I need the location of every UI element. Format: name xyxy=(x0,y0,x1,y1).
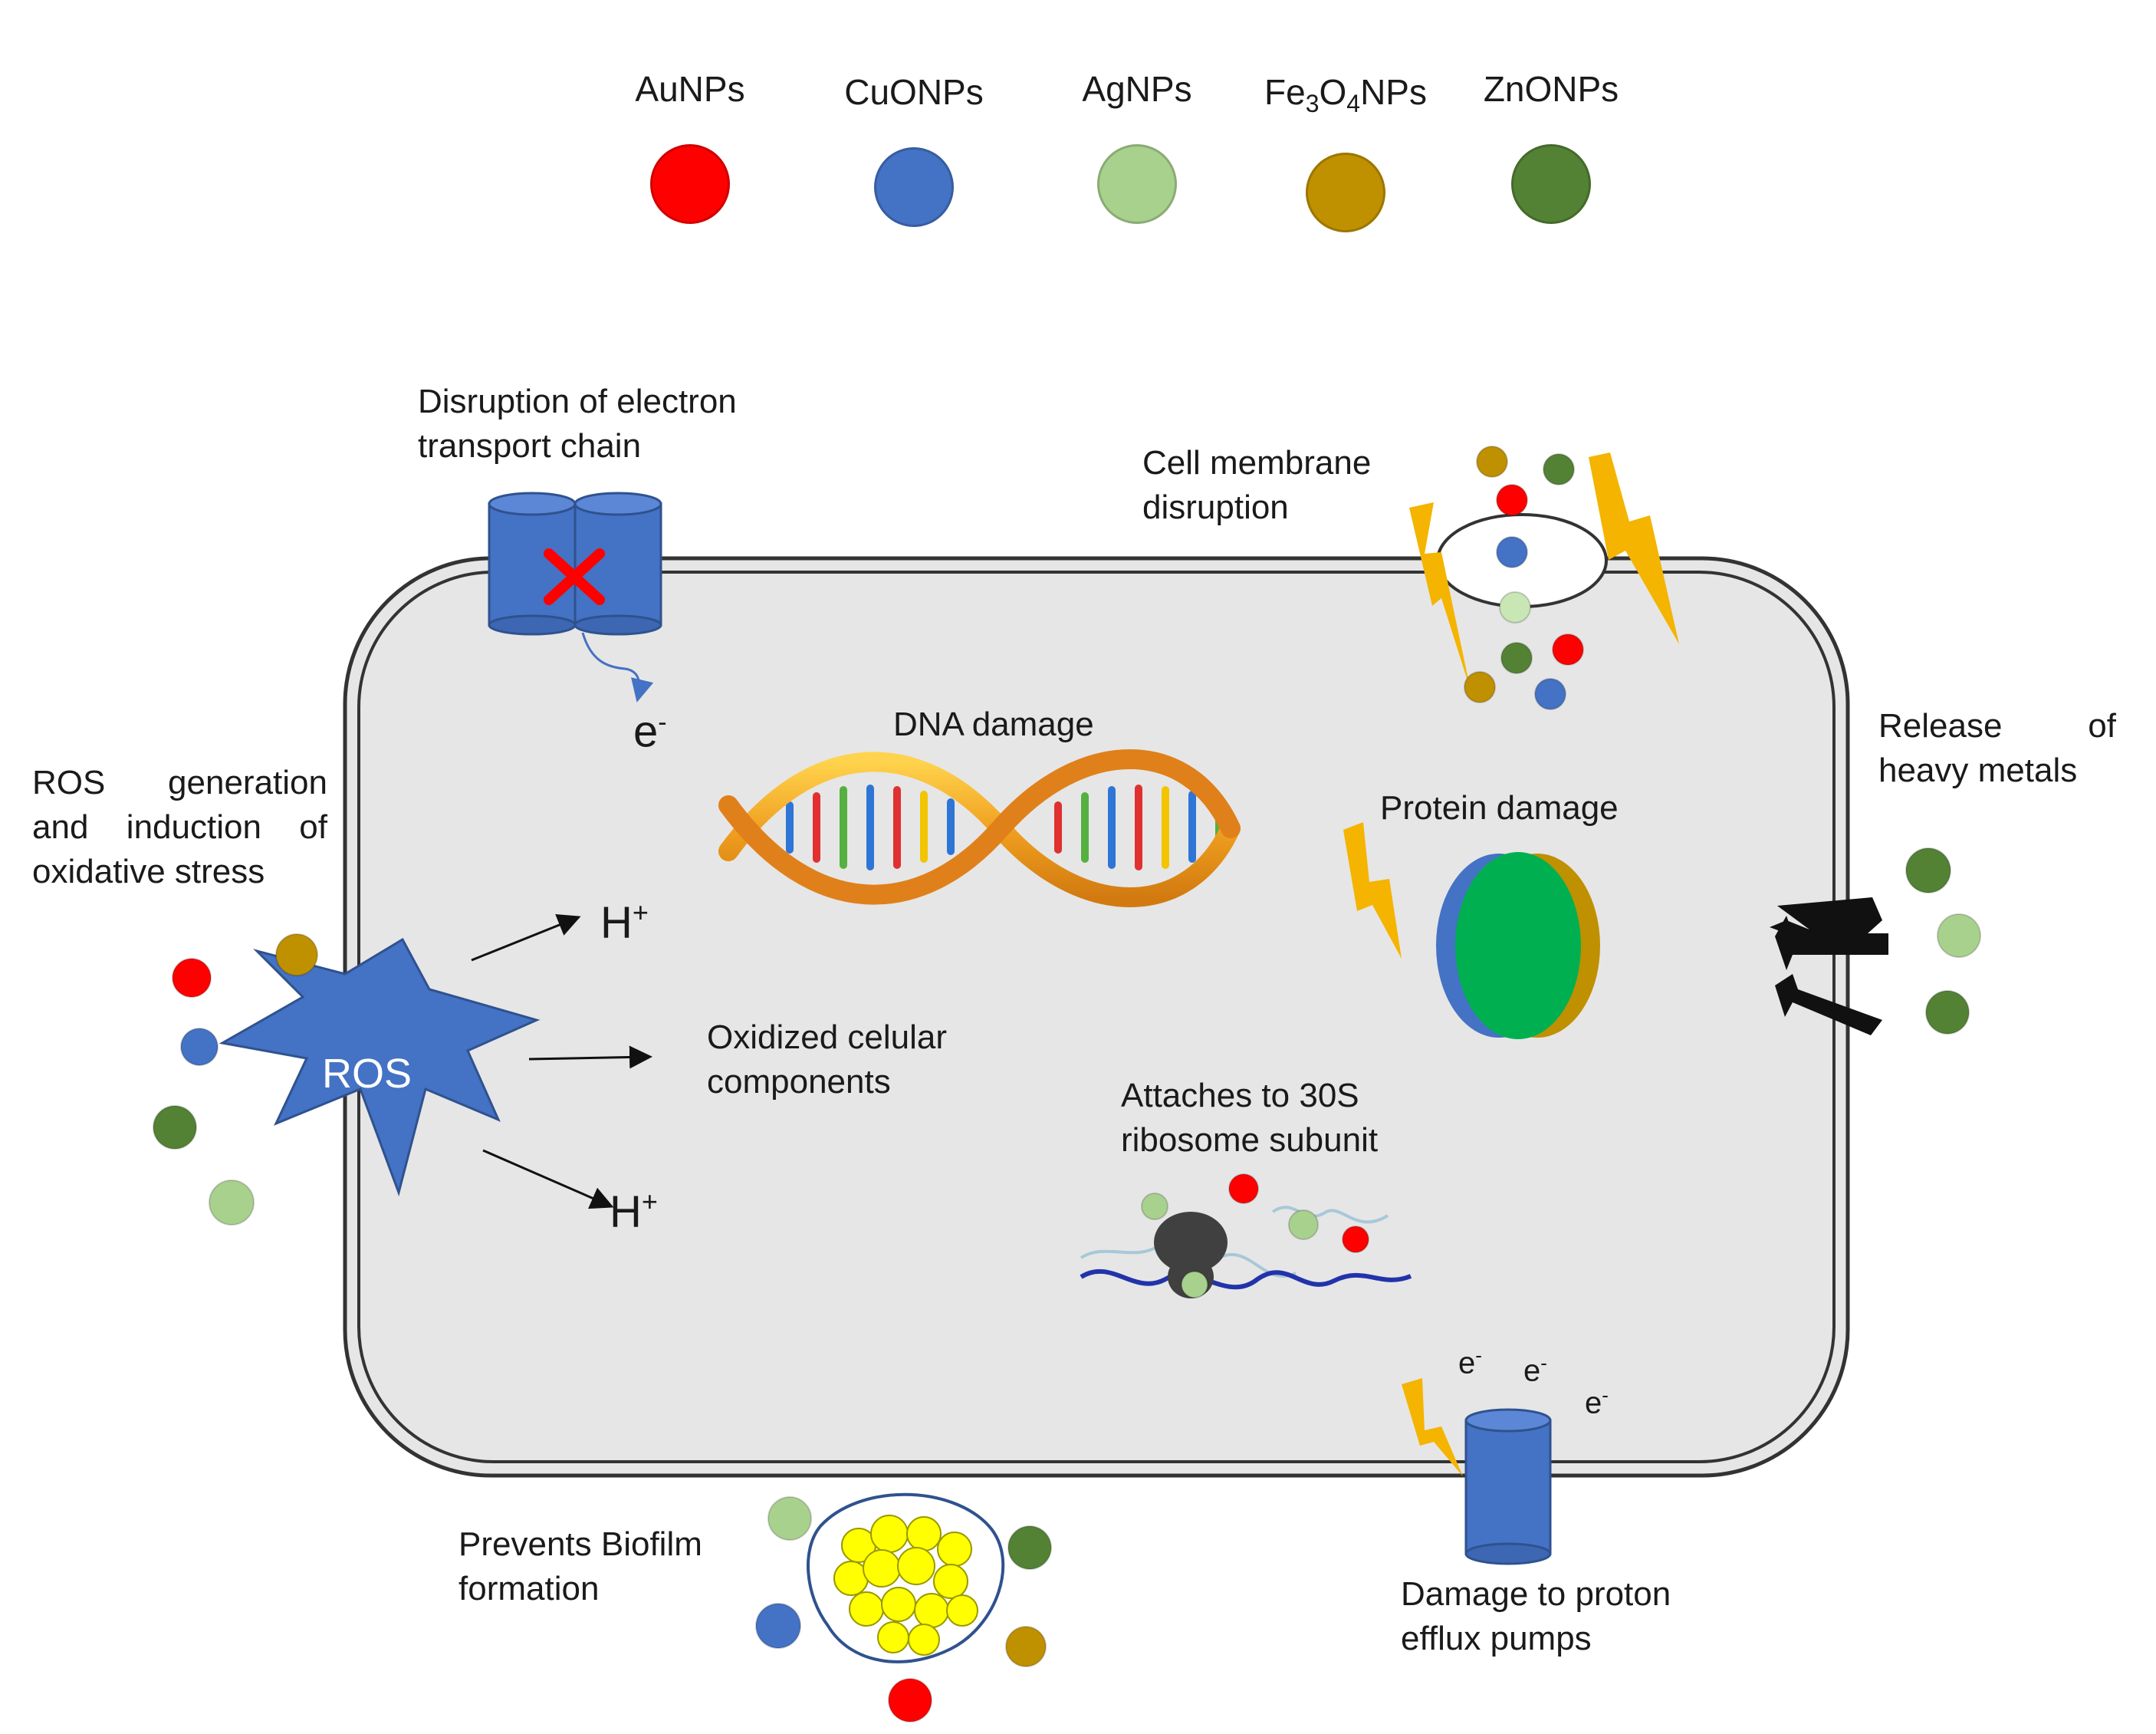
label-protein-damage: Protein damage xyxy=(1380,789,1619,827)
legend-label-zno: ZnONPs xyxy=(1483,69,1619,109)
legend-label-au: AuNPs xyxy=(635,69,745,109)
legend-item-zno: ZnONPs xyxy=(1467,67,1635,224)
lightning-bolt-icon xyxy=(1409,502,1471,690)
label-ros-generation: ROS generation and induction of oxidativ… xyxy=(32,764,327,890)
protein-icon xyxy=(1436,852,1600,1039)
lightning-bolt-icon xyxy=(1343,822,1402,959)
legend-dot-fe xyxy=(1306,153,1385,233)
legend-item-au: AuNPs xyxy=(606,67,774,224)
bacterial-cell xyxy=(343,556,1850,1478)
lightning-bolt-icon xyxy=(1402,1378,1463,1476)
ros-burst xyxy=(219,937,541,1197)
lightning-bolt-icon xyxy=(1589,452,1679,644)
electron-1: e- xyxy=(1458,1344,1482,1380)
label-heavy-metals: Release of heavy metals xyxy=(1878,707,2116,789)
label-oxidized: Oxidized celular components xyxy=(707,1018,948,1101)
legend-label-fe: Fe3O4NPs xyxy=(1264,72,1427,118)
electron-arrow xyxy=(581,632,654,702)
ros-label: ROS xyxy=(322,1051,412,1097)
heavy-metal-arrows xyxy=(1770,897,1888,1035)
legend-item-ag: AgNPs xyxy=(1053,67,1221,224)
proton-pump-channel xyxy=(1464,1408,1552,1565)
legend-dot-ag xyxy=(1097,144,1177,224)
label-dna-damage: DNA damage xyxy=(893,706,1094,743)
x-mark-icon xyxy=(544,548,605,605)
nanoparticles xyxy=(153,446,1981,1722)
arrow-icon xyxy=(482,1149,614,1209)
legend-item-fe: Fe3O4NPs xyxy=(1261,71,1430,233)
h-plus-bottom: H+ xyxy=(610,1186,658,1237)
legend-item-cuo: CuONPs xyxy=(830,71,998,227)
legend-label-cuo: CuONPs xyxy=(844,72,984,112)
h-plus-top: H+ xyxy=(600,897,649,948)
legend-dot-zno xyxy=(1511,144,1591,224)
electron-3: e- xyxy=(1585,1384,1609,1420)
electron-2: e- xyxy=(1523,1351,1547,1388)
label-ribosome: Attaches to 30S ribosome subunit xyxy=(1121,1077,1379,1159)
label-biofilm: Prevents Biofilm formation xyxy=(458,1525,702,1607)
label-proton-pumps: Damage to proton efflux pumps xyxy=(1401,1575,1671,1657)
arrow-icon xyxy=(528,1045,652,1069)
electron-etc: e- xyxy=(633,706,667,757)
biofilm-icon xyxy=(807,1492,1005,1663)
arrow-icon xyxy=(471,914,581,962)
legend-label-ag: AgNPs xyxy=(1082,69,1192,109)
legend-dot-cuo xyxy=(874,147,954,227)
label-etc: Disruption of electron transport chain xyxy=(418,383,737,465)
electron-transport-channel xyxy=(488,492,662,636)
dna-helix-icon xyxy=(718,749,1241,907)
label-membrane: Cell membrane disruption xyxy=(1142,444,1372,526)
legend-dot-au xyxy=(650,144,730,224)
